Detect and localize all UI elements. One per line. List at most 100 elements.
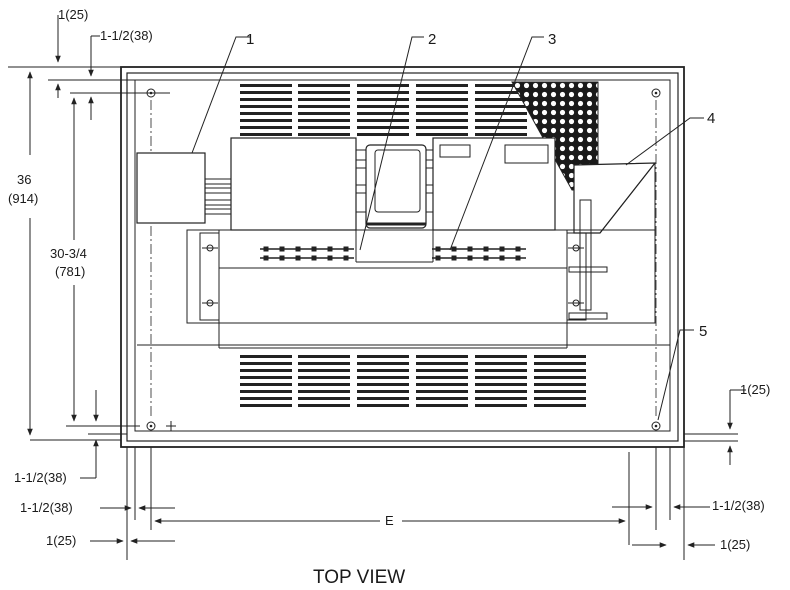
dim-width-label: E <box>385 513 394 528</box>
louver-slot <box>298 126 350 129</box>
drain-hood <box>568 162 657 323</box>
rail-stud <box>499 255 505 261</box>
callout-2: 2 <box>428 31 436 48</box>
louver-slot <box>475 355 527 358</box>
louver-slot <box>416 383 468 386</box>
louver-slot <box>416 362 468 365</box>
louver-slot <box>475 383 527 386</box>
callout-leaders <box>191 36 704 421</box>
louver-slot <box>298 133 350 136</box>
louver-slot <box>298 119 350 122</box>
louver-slot <box>298 355 350 358</box>
louver-grille-top <box>240 84 527 136</box>
louver-slot <box>298 91 350 94</box>
louver-slot <box>357 84 409 87</box>
coil-bolts <box>202 244 584 307</box>
louver-slot <box>475 126 527 129</box>
rail-stud <box>515 255 521 261</box>
rail-stud <box>327 246 333 252</box>
louver-slot <box>298 404 350 407</box>
coil-assembly <box>137 229 670 349</box>
louver-slot <box>416 126 468 129</box>
louver-slot <box>357 383 409 386</box>
dim-top-margin-label: 1(25) <box>58 7 88 22</box>
dimension-top-inset <box>70 35 170 120</box>
dim-top-inset-label: 1-1/2(38) <box>100 28 153 43</box>
louver-slot <box>534 362 586 365</box>
louver-slot <box>357 119 409 122</box>
louver-slot <box>298 376 350 379</box>
rail-stud <box>451 255 457 261</box>
louver-slot <box>298 369 350 372</box>
louver-slot <box>475 376 527 379</box>
dimension-top-margin <box>8 15 180 98</box>
rail-stud <box>435 255 441 261</box>
rail-stud <box>343 255 349 261</box>
louver-slot <box>298 105 350 108</box>
dim-right-bottom-margin-label: 1(25) <box>740 382 770 397</box>
louver-slot <box>240 383 292 386</box>
louver-slot <box>240 91 292 94</box>
rail-stud <box>327 255 333 261</box>
view-caption: TOP VIEW <box>313 567 405 588</box>
louver-slot <box>298 112 350 115</box>
louver-slot <box>416 84 468 87</box>
louver-slot <box>298 397 350 400</box>
louver-slot <box>475 84 527 87</box>
louver-slot <box>475 91 527 94</box>
louver-slot <box>475 112 527 115</box>
louver-slot <box>357 105 409 108</box>
louver-slot <box>240 119 292 122</box>
rail-stud <box>451 246 457 252</box>
rail-stud <box>295 255 301 261</box>
louver-slot <box>357 369 409 372</box>
dimension-bottom-inset <box>80 390 127 479</box>
louver-slot <box>534 376 586 379</box>
louver-slot <box>475 397 527 400</box>
callout-5: 5 <box>699 323 707 340</box>
louver-slot <box>240 376 292 379</box>
cabinet-outline <box>120 66 685 448</box>
heater-element-rail-left <box>260 246 354 261</box>
louver-slot <box>475 119 527 122</box>
louver-slot <box>240 84 292 87</box>
louver-slot <box>240 133 292 136</box>
rail-stud <box>279 255 285 261</box>
rail-stud <box>343 246 349 252</box>
rail-stud <box>467 246 473 252</box>
louver-slot <box>298 98 350 101</box>
rail-stud <box>311 255 317 261</box>
louver-slot <box>416 404 468 407</box>
louver-slot <box>357 376 409 379</box>
dim-bottom-inset-label: 1-1/2(38) <box>14 470 67 485</box>
louver-slot <box>534 369 586 372</box>
louver-slot <box>475 362 527 365</box>
louver-slot <box>416 355 468 358</box>
dim-inner-height-mm-label: (781) <box>55 264 85 279</box>
heater-element-rail-right <box>432 246 526 261</box>
callout-3: 3 <box>548 31 556 48</box>
bottom-extension-lines <box>126 447 685 560</box>
rail-stud <box>263 246 269 252</box>
louver-slot <box>416 91 468 94</box>
rail-stud <box>263 255 269 261</box>
dim-right-margin-label: 1(25) <box>720 537 750 552</box>
rail-stud <box>515 246 521 252</box>
dimension-overall-height <box>27 71 121 441</box>
rail-stud <box>279 246 285 252</box>
dim-left-margin-label: 1(25) <box>46 533 76 548</box>
mounting-hole-top-right <box>651 88 661 98</box>
louver-slot <box>357 397 409 400</box>
louver-slot <box>357 112 409 115</box>
louver-slot <box>534 397 586 400</box>
dim-height-label: 36 <box>17 172 31 187</box>
louver-slot <box>357 133 409 136</box>
louver-slot <box>357 390 409 393</box>
louver-slot <box>416 390 468 393</box>
electrical-box <box>136 152 232 224</box>
louver-slot <box>416 119 468 122</box>
louver-slot <box>475 98 527 101</box>
louver-slot <box>475 105 527 108</box>
